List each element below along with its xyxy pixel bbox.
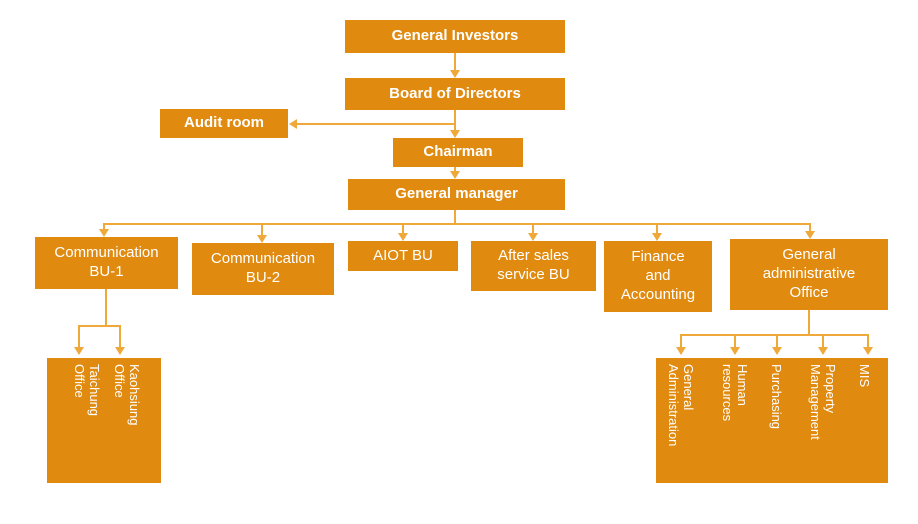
node-communication-bu-2[interactable]: Communication BU-2 [192, 243, 334, 295]
connector-general-administrative-office-stem [808, 310, 810, 336]
connector-board-to-chairman [454, 110, 456, 132]
arrowhead-trunk-to-audit-room [289, 119, 297, 129]
node-general-investors-label: General Investors [391, 27, 519, 45]
connector-trunk-to-audit-room [297, 123, 455, 125]
node-board-of-directors[interactable]: Board of Directors [345, 78, 565, 110]
node-finance-and-accounting[interactable]: Finance and Accounting [604, 241, 712, 312]
arrowhead-board-to-chairman [450, 130, 460, 138]
node-audit-room-label: Audit room [184, 114, 264, 132]
arrowhead-aiot-bu [398, 233, 408, 241]
node-communication-bu-1[interactable]: Communication BU-1 [35, 237, 178, 289]
arrowhead-general-administration [676, 347, 686, 355]
drop-stem-taichung-office [78, 325, 80, 349]
node-purchasing[interactable]: Purchasing [768, 364, 784, 430]
arrowhead-communication-bu-2 [257, 235, 267, 243]
drop-stem-human-resources [734, 334, 736, 349]
node-finance-and-accounting-label: Finance and Accounting [620, 248, 696, 303]
drop-stem-general-administrative-office [809, 223, 811, 233]
arrowhead-mis [863, 347, 873, 355]
node-property-management[interactable]: Property Management [807, 364, 838, 440]
node-mis[interactable]: MIS [856, 364, 872, 388]
node-general-administrative-office-label: General administrative Office [762, 246, 856, 301]
arrowhead-communication-bu-1 [99, 229, 109, 237]
drop-stem-mis [867, 334, 869, 349]
node-aiot-bu-label: AIOT BU [373, 246, 433, 264]
node-general-administrative-office[interactable]: General administrative Office [730, 239, 888, 310]
node-communication-bu-2-label: Communication BU-2 [210, 250, 316, 286]
connector-general-manager-stem [454, 210, 456, 225]
arrowhead-after-sales-service-bu [528, 233, 538, 241]
node-taichung-office[interactable]: Taichung Office [71, 364, 102, 417]
node-chairman[interactable]: Chairman [393, 138, 523, 167]
drop-stem-communication-bu-2 [261, 223, 263, 237]
node-kaohsiung-office[interactable]: Kaohsiung Office [111, 364, 142, 426]
arrowhead-finance-and-accounting [652, 233, 662, 241]
arrowhead-purchasing [772, 347, 782, 355]
node-audit-room[interactable]: Audit room [160, 109, 288, 138]
node-general-administration[interactable]: General Administration [665, 364, 696, 447]
connector-investors-to-board [454, 53, 456, 73]
arrowhead-investors-to-board [450, 70, 460, 78]
arrowhead-general-administrative-office [805, 231, 815, 239]
connector-chairman-to-general-manager [454, 167, 456, 173]
node-human-resources[interactable]: Human resources [719, 364, 750, 422]
node-after-sales-service-bu[interactable]: After sales service BU [471, 241, 596, 291]
drop-stem-finance-and-accounting [656, 223, 658, 235]
node-general-manager[interactable]: General manager [348, 179, 565, 210]
communication-bu-1-children-box: Taichung Office Kaohsiung Office [47, 358, 161, 483]
drop-stem-property-management [822, 334, 824, 349]
drop-stem-purchasing [776, 334, 778, 349]
drop-stem-aiot-bu [402, 223, 404, 235]
node-general-manager-label: General manager [395, 185, 518, 203]
connector-communication-bu-1-stem [105, 289, 107, 326]
distribution-bus-general-administrative-office [681, 334, 869, 336]
distribution-bus-level5 [104, 223, 811, 225]
arrowhead-kaohsiung-office [115, 347, 125, 355]
drop-stem-kaohsiung-office [119, 325, 121, 349]
drop-stem-communication-bu-1 [103, 223, 105, 231]
node-general-investors[interactable]: General Investors [345, 20, 565, 53]
drop-stem-after-sales-service-bu [532, 223, 534, 235]
arrowhead-chairman-to-general-manager [450, 171, 460, 179]
node-aiot-bu[interactable]: AIOT BU [348, 241, 458, 271]
general-administrative-office-children-box: General Administration Human resources P… [656, 358, 888, 483]
arrowhead-taichung-office [74, 347, 84, 355]
node-chairman-label: Chairman [423, 143, 493, 161]
arrowhead-property-management [818, 347, 828, 355]
node-after-sales-service-bu-label: After sales service BU [497, 247, 570, 283]
arrowhead-human-resources [730, 347, 740, 355]
drop-stem-general-administration [680, 334, 682, 349]
node-communication-bu-1-label: Communication BU-1 [54, 244, 159, 280]
distribution-bus-communication-bu-1 [79, 325, 121, 327]
node-board-of-directors-label: Board of Directors [389, 84, 521, 102]
